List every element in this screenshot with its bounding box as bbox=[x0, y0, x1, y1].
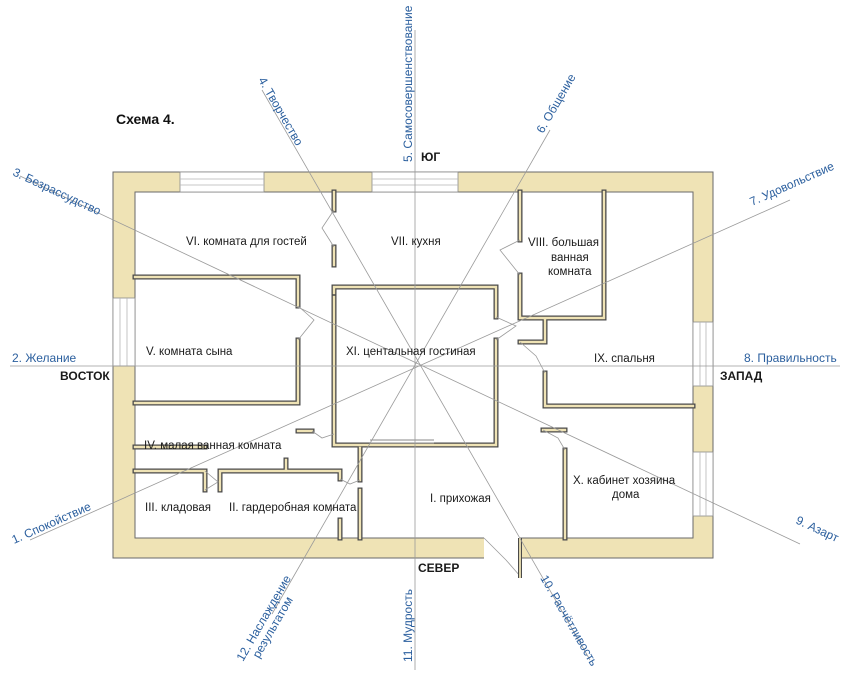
room-label-2: II. гардеробная комната bbox=[229, 502, 357, 514]
room-label-8-line3: комната bbox=[548, 266, 592, 278]
room-label-10-line2: дома bbox=[612, 489, 640, 501]
entrance-door bbox=[483, 537, 522, 578]
direction-label-2: 2. Желание bbox=[12, 351, 77, 365]
direction-label-7: 7. Удовольствие bbox=[748, 159, 837, 209]
side-label-west: ЗАПАД bbox=[720, 369, 763, 383]
room-label-1: I. прихожая bbox=[430, 493, 491, 505]
side-label-north: СЕВЕР bbox=[418, 561, 459, 575]
door-swings bbox=[204, 209, 566, 491]
room-label-8-line1: VIII. большая bbox=[528, 237, 599, 249]
direction-label-3: 3. Безрассудство bbox=[11, 165, 104, 218]
room-label-10-line1: X. кабинет хозяина bbox=[573, 475, 676, 487]
side-label-south: ЮГ bbox=[421, 150, 440, 164]
direction-label-4: 4. Творчество bbox=[255, 75, 306, 149]
direction-axes bbox=[10, 30, 840, 670]
room-label-8-line2: ванная bbox=[551, 252, 589, 264]
direction-label-5: 5. Самосовершенствование bbox=[401, 5, 415, 162]
room-label-4: IV. малая ванная комната bbox=[144, 440, 282, 452]
side-label-east: ВОСТОК bbox=[60, 369, 110, 383]
direction-label-8: 8. Правильность bbox=[744, 351, 837, 365]
room-label-7: VII. кухня bbox=[391, 236, 441, 248]
direction-label-6: 6. Общение bbox=[533, 71, 578, 135]
outer-wall bbox=[112, 171, 714, 559]
room-label-11: XI. центальная гостиная bbox=[346, 346, 476, 358]
entrance-gap bbox=[484, 537, 520, 559]
room-label-9: IX. спальня bbox=[594, 353, 655, 365]
window-west-lower bbox=[692, 451, 714, 517]
room-label-3: III. кладовая bbox=[145, 502, 211, 514]
direction-label-10: 10. Расчётливость bbox=[537, 573, 600, 669]
room-label-5: V. комната сына bbox=[146, 346, 233, 358]
direction-label-9: 9. Азарт bbox=[794, 513, 842, 545]
window-south-left bbox=[179, 171, 265, 193]
living-room-window bbox=[370, 439, 434, 444]
diagram-title: Схема 4. bbox=[116, 111, 175, 127]
direction-label-11: 11. Мудрость bbox=[401, 589, 415, 662]
direction-label-1: 1. Спокойствие bbox=[10, 499, 94, 547]
window-west-upper bbox=[692, 321, 714, 387]
room-label-6: VI. комната для гостей bbox=[186, 236, 307, 248]
window-east bbox=[112, 297, 136, 367]
